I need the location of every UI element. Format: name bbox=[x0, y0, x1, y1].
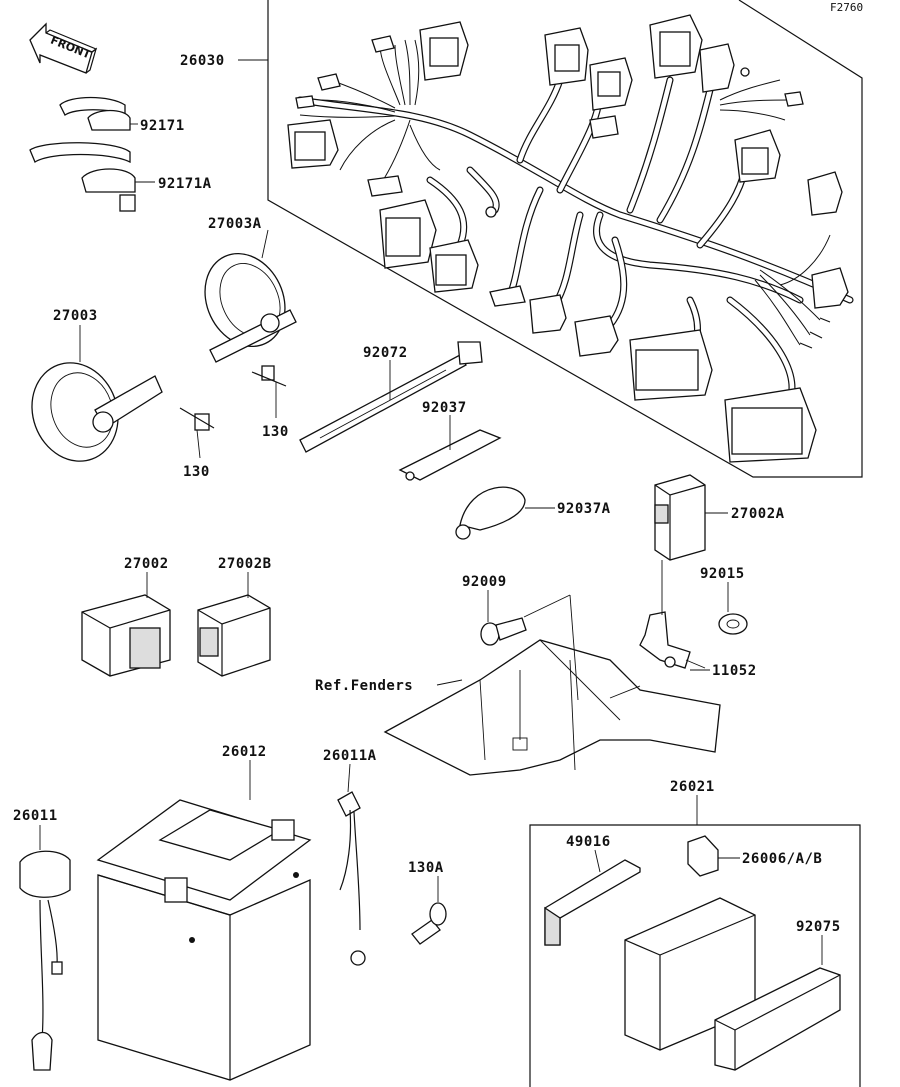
callout-49016: 49016 bbox=[566, 834, 611, 850]
relay-27002 bbox=[81, 594, 171, 677]
horn-27003a bbox=[204, 252, 297, 387]
lead-26011 bbox=[19, 850, 71, 1071]
callout-26021: 26021 bbox=[670, 779, 715, 795]
callout-92171: 92171 bbox=[140, 118, 185, 134]
clamp-92171a bbox=[29, 142, 155, 212]
callout-92009: 92009 bbox=[462, 574, 507, 590]
callout-27003a: 27003A bbox=[208, 216, 262, 232]
tie-band-92072 bbox=[299, 341, 483, 453]
callout-130a: 130A bbox=[408, 860, 444, 876]
relay-27002b bbox=[197, 594, 271, 677]
callout-26012: 26012 bbox=[222, 744, 267, 760]
bracket-11052 bbox=[639, 611, 691, 669]
diagram-code: F2760 bbox=[830, 1, 863, 14]
bolt-92009 bbox=[480, 617, 527, 646]
callout-130-upper: 130 bbox=[262, 424, 289, 440]
callout-11052: 11052 bbox=[712, 663, 757, 679]
callout-92037: 92037 bbox=[422, 400, 467, 416]
callout-92171a: 92171A bbox=[158, 176, 212, 192]
battery-26012 bbox=[96, 799, 312, 1081]
callout-ref-fenders: Ref.Fenders bbox=[315, 678, 413, 694]
callout-27002: 27002 bbox=[124, 556, 169, 572]
leader-lines bbox=[39, 59, 823, 965]
bolt-130a bbox=[411, 902, 447, 945]
harness-box bbox=[267, 0, 863, 478]
callout-92037a: 92037A bbox=[557, 501, 611, 517]
relay-27002a bbox=[654, 474, 728, 561]
callout-92015: 92015 bbox=[700, 566, 745, 582]
clamp-92171 bbox=[59, 96, 138, 131]
fender-reference bbox=[383, 594, 721, 776]
callout-26006: 26006/A/B bbox=[742, 851, 822, 867]
callout-26011: 26011 bbox=[13, 808, 58, 824]
callout-92072: 92072 bbox=[363, 345, 408, 361]
harness-connectors bbox=[287, 14, 849, 463]
callout-26011a: 26011A bbox=[323, 748, 377, 764]
lead-26011a bbox=[337, 791, 366, 966]
front-arrow-icon: FRONT bbox=[29, 22, 98, 74]
callout-27002a: 27002A bbox=[731, 506, 785, 522]
battery-box-26021 bbox=[529, 824, 861, 1087]
horn-27003 bbox=[31, 362, 215, 462]
callout-130-lower: 130 bbox=[183, 464, 210, 480]
callout-92075: 92075 bbox=[796, 919, 841, 935]
callout-26030: 26030 bbox=[180, 53, 225, 69]
clamp-92037a bbox=[455, 486, 555, 540]
callout-labels: 26030 92171 92171A 27003A 27003 130 130 … bbox=[13, 53, 841, 935]
callout-27003: 27003 bbox=[53, 308, 98, 324]
nut-92015 bbox=[718, 613, 748, 635]
callout-27002b: 27002B bbox=[218, 556, 272, 572]
strap-92037 bbox=[398, 429, 502, 481]
